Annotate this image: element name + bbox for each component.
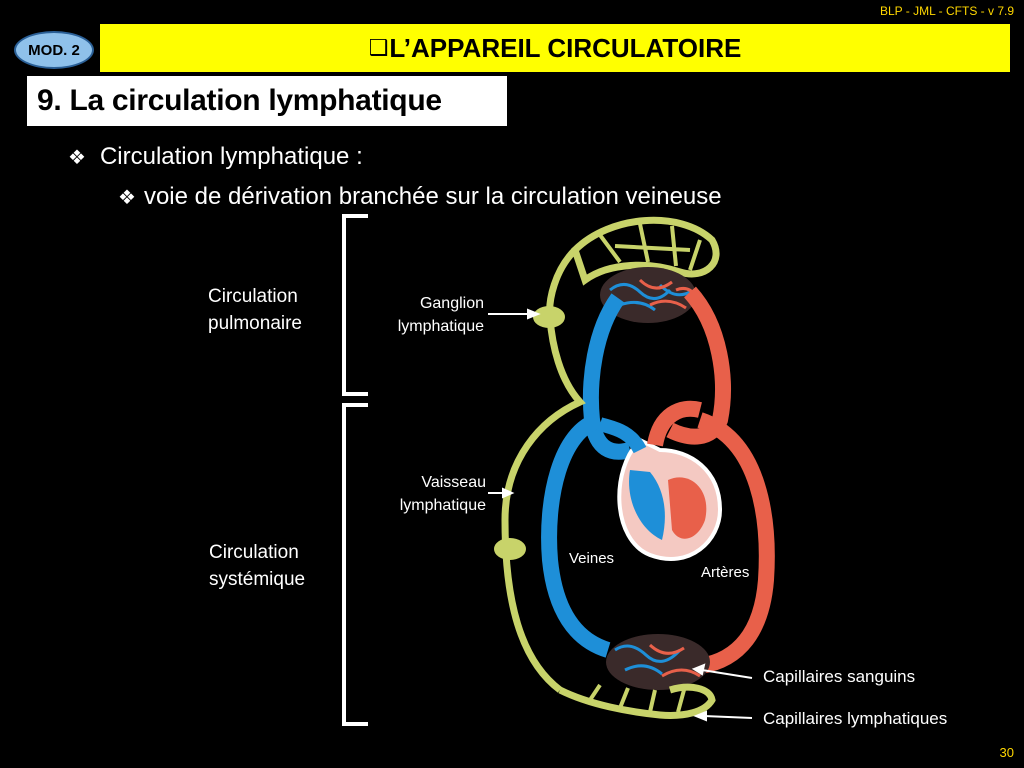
ganglion-label: Ganglion lymphatique <box>397 295 484 335</box>
lymph-capillaries-label: Capillaires lymphatiques <box>763 709 948 728</box>
section-title-box: 9. La circulation lymphatique <box>27 76 507 126</box>
systemic-bracket <box>342 403 368 726</box>
blood-capillaries-label: Capillaires sanguins <box>763 667 916 686</box>
systemic-circulation-label: Circulation systémique <box>209 542 306 590</box>
page-number: 30 <box>999 745 1014 760</box>
veins-label: Veines <box>569 550 615 567</box>
pulmonary-circulation-label: Circulation pulmonaire <box>208 286 302 334</box>
arteries-label: Artères <box>701 564 750 581</box>
bullet-level2-text: voie de dérivation branchée sur la circu… <box>143 183 722 210</box>
systemic-vein <box>541 412 611 658</box>
lymph-node-lower <box>494 538 526 560</box>
lymph-vessel-label: Vaisseau lymphatique <box>399 474 486 514</box>
credit-text: BLP - JML - CFTS - v 7.9 <box>879 4 1014 18</box>
bullet-level1-text: Circulation lymphatique : <box>99 143 363 170</box>
pulmonary-capillary-bed <box>600 267 696 323</box>
pulmonary-bracket <box>342 214 368 396</box>
pulmonary-artery <box>666 286 731 445</box>
title-marker-icon: ❑ <box>368 35 389 61</box>
section-title: 9. La circulation lymphatique <box>37 84 442 117</box>
bullet-level2: ❖ voie de dérivation branchée sur la cir… <box>118 183 722 211</box>
diamond-bullet-icon: ❖ <box>68 145 86 169</box>
pulmonary-lymph-network <box>570 216 720 286</box>
heart-illustration <box>597 400 723 561</box>
systemic-lymph-network <box>558 683 716 719</box>
systemic-artery <box>697 412 775 674</box>
page-title: L’APPAREIL CIRCULATOIRE <box>389 32 742 63</box>
lymph-node-upper <box>533 306 565 328</box>
bullet-level1: ❖ Circulation lymphatique : <box>68 143 363 171</box>
module-badge: MOD. 2 <box>14 31 94 69</box>
title-bar: ❑ L’APPAREIL CIRCULATOIRE <box>100 24 1010 72</box>
diamond-bullet-icon: ❖ <box>118 185 136 209</box>
pointer-arrows <box>488 308 753 722</box>
